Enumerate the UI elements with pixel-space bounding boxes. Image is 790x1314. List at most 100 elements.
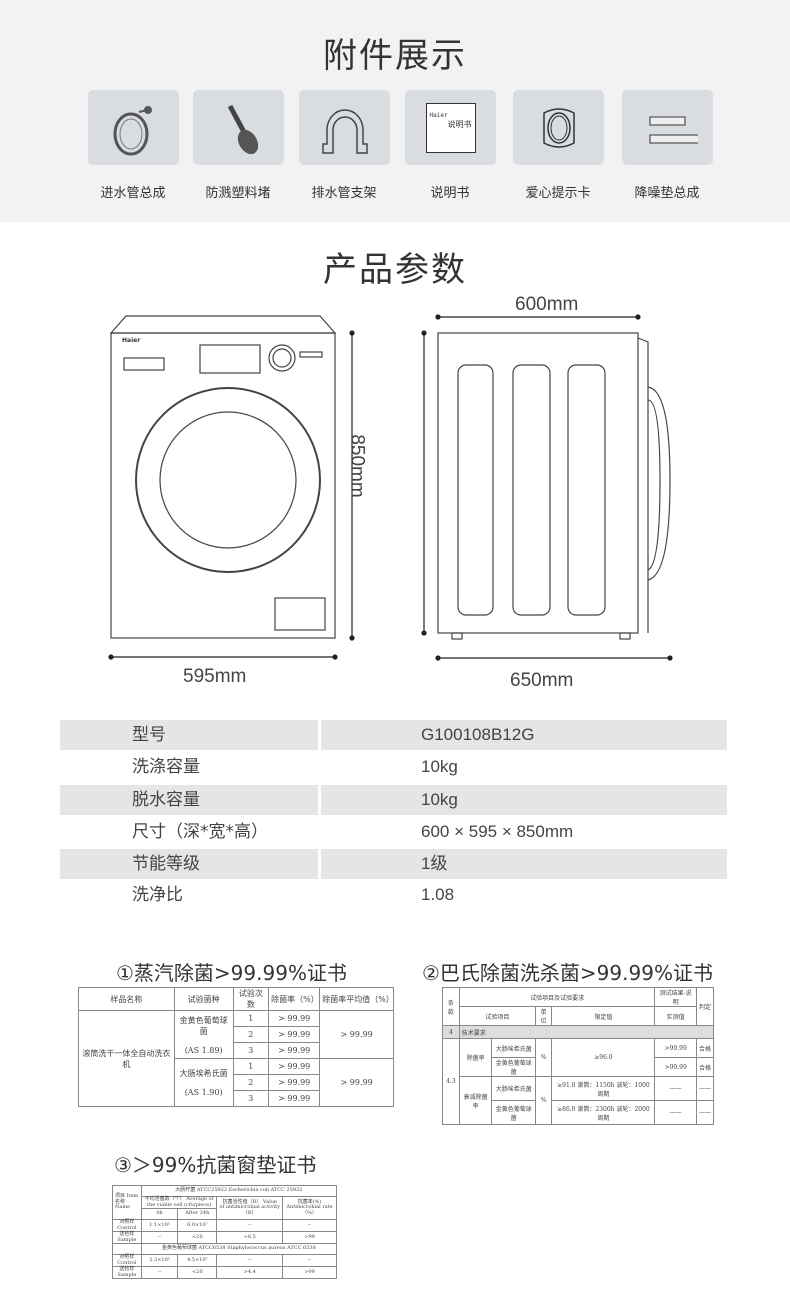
table-cell: 试验项目及试验要求 [458, 987, 656, 1007]
table-row: 3> 99.99 [79, 1090, 394, 1107]
table-row: 送检样 Sample--<20>6.5>99 [112, 1231, 337, 1244]
table-cell: 技术要求 [458, 1025, 715, 1039]
spec-key: 节能等级 [60, 849, 318, 879]
cell-text: 名称 Name [115, 1198, 131, 1211]
table-cell: 合格 [695, 1057, 715, 1077]
table-cell: 样品名称 [78, 987, 175, 1011]
table-cell: 送检样 Sample [112, 1231, 142, 1244]
table-cell: 除菌率 [458, 1038, 493, 1077]
table-cell: 3 [232, 1042, 270, 1059]
width-label: 595mm [183, 666, 247, 687]
table-row: 条款试验项目及试验要求测试结果-说明判定 [442, 987, 715, 1026]
table-cell: % [534, 1076, 553, 1125]
table-cell: 2.3×10⁵ [140, 1254, 179, 1267]
table-cell: >6.5 [216, 1231, 284, 1244]
full-depth-label: 650mm [510, 670, 574, 691]
table-cell: > 99.99 [319, 1010, 394, 1059]
table-cell: > 99.99 [268, 1010, 321, 1027]
manual-card-text: 说明书 [447, 119, 472, 129]
table-row: 大肠埃希氏菌(AS 1.90)1> 99.99> 99.99 [79, 1058, 394, 1107]
table-row: 送检样 Sample--<20>4.4>99 [112, 1266, 337, 1279]
table-cell: 金黄色葡萄球菌(AS 1.89) [173, 1010, 234, 1059]
spec-key: 型号 [60, 720, 318, 750]
depth-label: 600mm [515, 294, 579, 315]
table-cell: 试验次数 [232, 987, 270, 1011]
spec-key: 洗涤容量 [132, 757, 200, 777]
height-label: 850mm [346, 434, 368, 498]
accessory-label: 说明书 [430, 186, 470, 201]
table-cell: 大肠埃希氏菌 [491, 1038, 536, 1058]
cert1-table: 样品名称试验菌种试验次数除菌率（%）除菌率平均值（%） 滚筒洗干一体全自动洗衣机… [78, 987, 394, 1107]
cell-text: 金黄色葡萄球菌 [179, 1015, 228, 1036]
table-row: 平均活菌数（个） Average of the viable cell (cfu… [113, 1196, 337, 1220]
table-cell: > 99.99 [268, 1026, 321, 1043]
cert2-title: ②巴氏除菌洗杀菌>99.99%证书 [422, 961, 713, 985]
table-cell: % [534, 1038, 553, 1077]
hose-icon [88, 90, 179, 165]
table-cell: 测试结果-说明 [654, 987, 697, 1007]
table-cell: 大肠埃希氏菌 [491, 1076, 536, 1101]
table-cell: 大肠杆菌 ATCC25922 Escherichia coli ATCC 259… [140, 1185, 338, 1197]
table-cell: 限定值 [551, 1006, 656, 1026]
table-cell: 1.1×10⁵ [140, 1219, 179, 1232]
table-cell: —— [654, 1100, 697, 1125]
table-cell: 2 [232, 1074, 270, 1091]
table-cell: -- [140, 1266, 179, 1279]
table-cell: —— [654, 1076, 697, 1101]
table-row: 试验项目单位限定值实测值 [443, 1006, 714, 1026]
table-cell: -- [282, 1254, 337, 1267]
table-cell: >99 [282, 1266, 337, 1279]
cell-text: (AS 1.90) [184, 1088, 223, 1097]
cert1-title: ①蒸汽除菌>99.99%证书 [116, 961, 347, 985]
table-cell: > 99.99 [268, 1090, 321, 1107]
table-cell: >99.99 [654, 1057, 697, 1077]
table-cell: 除菌率（%） [268, 987, 321, 1011]
spec-value: G100108B12G [321, 720, 727, 750]
table-cell: 金黄色葡萄球菌 ATCC6538 Staphylococcus aureus A… [140, 1243, 338, 1255]
table-cell: 试验项目 [458, 1006, 536, 1026]
table-cell: 对照样 Control [112, 1254, 142, 1267]
table-cell: > 99.99 [268, 1074, 321, 1091]
spec-row: 尺寸（深*宽*高）600 × 595 × 850mm [60, 817, 727, 847]
spec-value: 1.08 [421, 885, 455, 904]
spec-key: 脱水容量 [60, 785, 318, 815]
drain-bracket-icon [299, 90, 390, 165]
table-cell: ≥96.0 [551, 1038, 656, 1077]
table-cell: >99.99 [654, 1038, 697, 1058]
table-cell: 滚筒洗干一体全自动洗衣机 [78, 1010, 175, 1107]
table-cell: 2 [232, 1026, 270, 1043]
table-cell: > 99.99 [319, 1058, 394, 1107]
table-cell: 送检样 Sample [112, 1266, 142, 1279]
table-cell: 衰减除菌率 [458, 1076, 493, 1125]
table-cell: 0h [140, 1208, 179, 1220]
table-cell: -- [282, 1219, 337, 1232]
table-cell: 1 [232, 1010, 270, 1027]
table-cell: 单位 [534, 1006, 553, 1026]
spec-value: 10kg [321, 785, 727, 815]
table-cell: 大肠埃希氏菌(AS 1.90) [173, 1058, 234, 1107]
accessory-label: 降噪垫总成 [634, 186, 700, 201]
table-cell: After 24h [177, 1208, 218, 1220]
table-cell: 4.3 [442, 1038, 460, 1125]
table-cell: 金黄色葡萄球菌 [491, 1100, 536, 1125]
accessory-label: 爱心提示卡 [525, 186, 591, 201]
accessory-label: 进水管总成 [100, 186, 166, 201]
table-cell: 金黄色葡萄球菌 [491, 1057, 536, 1077]
table-cell: > 99.99 [268, 1058, 321, 1075]
table-cell: 条款 [442, 987, 460, 1026]
spec-key: 尺寸（深*宽*高） [132, 822, 268, 842]
table-cell: 平均活菌数（个） Average of the viable cell (cfu… [140, 1196, 218, 1209]
plastic-plug-icon [193, 90, 284, 165]
spec-value: 1级 [321, 849, 727, 879]
table-row: 金黄色葡萄球菌 ATCC6538 Staphylococcus aureus A… [112, 1243, 338, 1255]
table-row: 金黄色葡萄球菌≥86.0 滚筒：2300h 波轮：2000 周期———— [443, 1100, 715, 1125]
cell-text: 项目 Item [115, 1193, 139, 1200]
table-cell: > 99.99 [268, 1042, 321, 1059]
table-cell: 实测值 [654, 1006, 697, 1026]
table-cell [112, 1243, 142, 1255]
